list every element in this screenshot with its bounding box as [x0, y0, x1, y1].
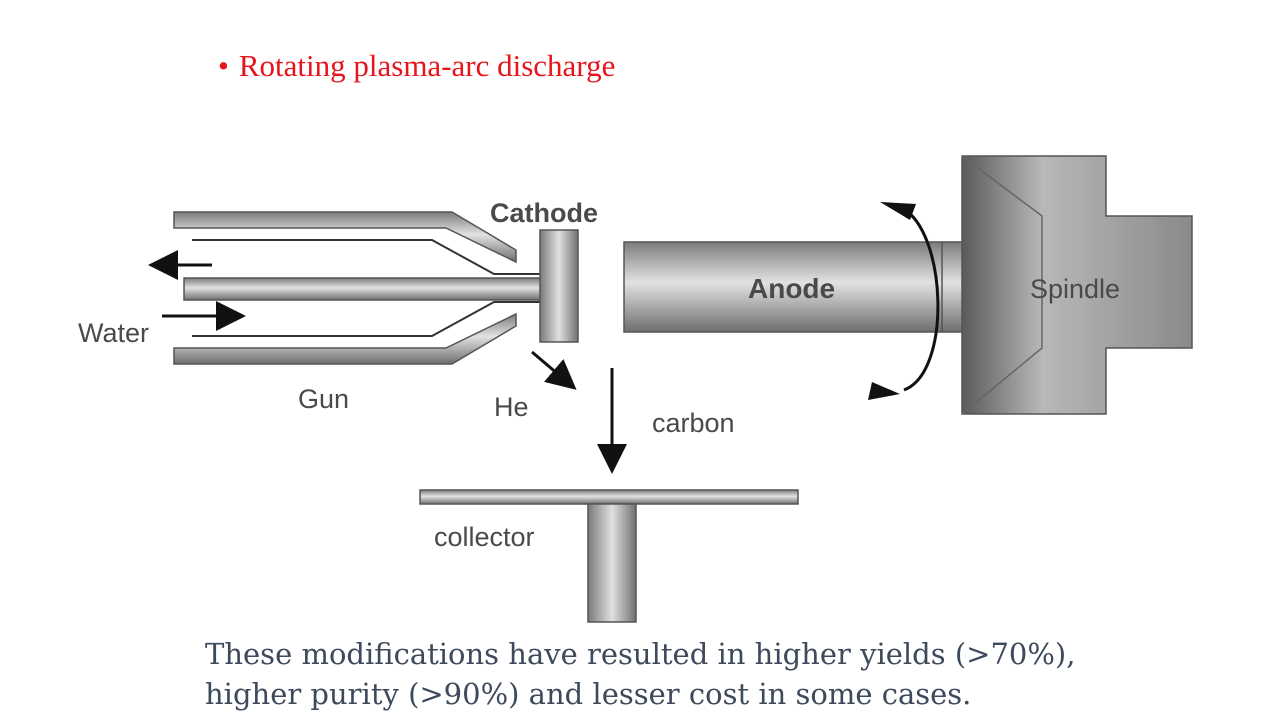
label-carbon: carbon: [652, 408, 735, 438]
spindle: [961, 155, 1193, 415]
plasma-arc-diagram: Cathode Anode Spindle Water Gun He carbo…: [42, 112, 1238, 640]
label-collector: collector: [434, 522, 535, 552]
bullet-marker: •: [218, 48, 229, 83]
collector: [419, 489, 799, 623]
heading-text: Rotating plasma-arc discharge: [238, 48, 616, 83]
label-he: He: [494, 392, 529, 422]
rotation-arrow: [868, 202, 940, 400]
diagram-svg: Cathode Anode Spindle Water Gun He carbo…: [78, 155, 1193, 623]
caption: These modifications have resulted in hig…: [205, 634, 1265, 714]
cathode-plate: [539, 229, 579, 343]
slide-heading: • Rotating plasma-arc discharge: [218, 48, 615, 84]
label-gun: Gun: [298, 384, 349, 414]
caption-line-2: higher purity (>90%) and lesser cost in …: [205, 677, 972, 711]
anode-rod: [623, 241, 997, 333]
he-arrow: [531, 350, 577, 390]
label-cathode: Cathode: [490, 198, 598, 228]
gun-body: [173, 211, 545, 365]
caption-line-1: These modifications have resulted in hig…: [205, 637, 1076, 671]
label-water: Water: [78, 318, 149, 348]
label-anode: Anode: [748, 273, 835, 304]
water-flow-arrows: [148, 250, 246, 331]
label-spindle: Spindle: [1030, 274, 1120, 304]
